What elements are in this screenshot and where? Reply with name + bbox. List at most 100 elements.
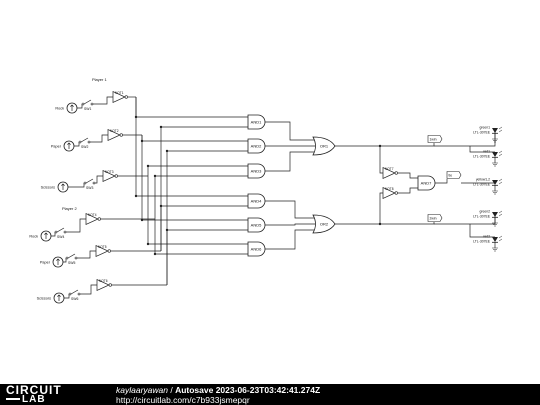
switch-lever xyxy=(70,289,79,295)
not-gate-label: NOT5 xyxy=(98,245,107,249)
switch-lever xyxy=(85,178,94,184)
switch-lever xyxy=(67,253,76,259)
led-name-label: yellow1,2 xyxy=(476,178,490,182)
wire xyxy=(397,187,418,194)
junction-dot xyxy=(159,125,163,129)
switch-label: SW5 xyxy=(68,261,75,265)
player-label: Player 1 xyxy=(92,77,107,82)
junction-dot xyxy=(153,252,157,256)
and-gate-icon xyxy=(247,138,266,154)
not-gate-label: NOT4 xyxy=(88,213,97,217)
and-gate-label: AND3 xyxy=(251,168,262,173)
logo-bar-icon xyxy=(6,398,20,401)
switch-label: SW1 xyxy=(84,107,91,111)
not-bubble xyxy=(394,191,398,195)
wire xyxy=(64,294,70,299)
not-bubble xyxy=(114,174,118,178)
not-gate-label: NOT3 xyxy=(105,170,114,174)
net-label-tag xyxy=(427,214,443,222)
junction-dot xyxy=(378,144,382,148)
and-gate-label: AND2 xyxy=(251,143,262,148)
switch-contact xyxy=(77,292,81,296)
wire xyxy=(80,284,97,295)
arrow-up-icon xyxy=(61,183,65,190)
junction-dot xyxy=(378,222,382,226)
switch-label: SW2 xyxy=(81,145,88,149)
document-url[interactable]: http://circuitlab.com/c7b933jsmepqr xyxy=(116,395,250,405)
logo-bottom-text: LAB xyxy=(22,394,46,405)
led-part-label: LTL-307EE xyxy=(473,215,491,219)
wire xyxy=(68,183,85,188)
circuitlab-logo[interactable]: CIRCUIT LAB xyxy=(6,383,76,405)
wire xyxy=(335,192,383,225)
and-gate-icon xyxy=(247,217,266,233)
led-name-label: green2 xyxy=(479,210,490,214)
or-gate-icon xyxy=(312,214,336,234)
junction-dot xyxy=(146,164,150,168)
ground-icon xyxy=(492,162,498,167)
junction-dot xyxy=(140,218,144,222)
net-label-tag xyxy=(427,135,443,143)
net-label-tag xyxy=(446,171,462,179)
wire xyxy=(469,224,495,238)
wire xyxy=(380,222,435,225)
and-gate-label: AND4 xyxy=(251,198,262,203)
switch-contact xyxy=(90,102,94,106)
not-bubble xyxy=(97,217,101,221)
switch-label: SW4 xyxy=(57,235,64,239)
switch-label: SW3 xyxy=(86,186,93,190)
led-light-arrows xyxy=(498,150,503,157)
and-gate-icon xyxy=(247,241,266,257)
switch-contact xyxy=(81,102,85,106)
and-gate-icon xyxy=(417,175,436,191)
led-light-arrows xyxy=(498,235,503,242)
and-gate-label: AND7 xyxy=(421,180,432,185)
wire xyxy=(74,142,80,147)
switch-lever xyxy=(80,137,89,143)
switch-contact xyxy=(87,140,91,144)
not-gate-icon xyxy=(382,166,396,180)
led-icon xyxy=(492,128,498,133)
wire xyxy=(434,128,496,147)
wire xyxy=(154,219,248,255)
wire xyxy=(66,218,86,233)
led-light-arrows xyxy=(498,178,503,185)
and-gate-icon xyxy=(247,193,266,209)
wire xyxy=(77,250,96,259)
ground-icon xyxy=(492,138,498,143)
led-light-arrows xyxy=(498,210,503,217)
led-part-label: LTL-307EE xyxy=(473,183,491,187)
junction-dot xyxy=(146,242,150,246)
not-gate-label: NOT7 xyxy=(385,167,394,171)
not-bubble xyxy=(108,283,112,287)
wire xyxy=(335,145,383,174)
not-gate-icon xyxy=(382,186,396,200)
player-label: Player 2 xyxy=(62,206,77,211)
wire xyxy=(160,126,248,251)
input-name-label: Paper xyxy=(40,260,51,264)
arrow-up-icon xyxy=(44,232,48,239)
not-bubble xyxy=(107,249,111,253)
wire xyxy=(397,172,418,179)
junction-dot xyxy=(165,228,169,232)
net-label-text: 1win xyxy=(430,137,437,141)
wire xyxy=(95,175,103,184)
author-name[interactable]: kaylaaryawan xyxy=(116,385,168,395)
not-gate-label: NOT6 xyxy=(99,279,108,283)
led-icon xyxy=(492,180,498,185)
not-bubble xyxy=(119,133,123,137)
wire xyxy=(166,150,248,285)
switch-contact xyxy=(92,181,96,185)
wire xyxy=(141,135,248,221)
wire xyxy=(135,97,248,197)
wire xyxy=(264,223,315,226)
led-name-label: red1 xyxy=(483,150,490,154)
and-gate-label: AND5 xyxy=(251,222,262,227)
switch-contact xyxy=(54,230,58,234)
input-name-label: Scissors xyxy=(37,296,51,300)
document-title-line: kaylaaryawan / Autosave 2023-06-23T03:42… xyxy=(116,385,320,395)
logo-top-text: CIRCUIT xyxy=(6,383,62,397)
net-label-text: 2win xyxy=(430,216,437,220)
switch-contact xyxy=(68,292,72,296)
